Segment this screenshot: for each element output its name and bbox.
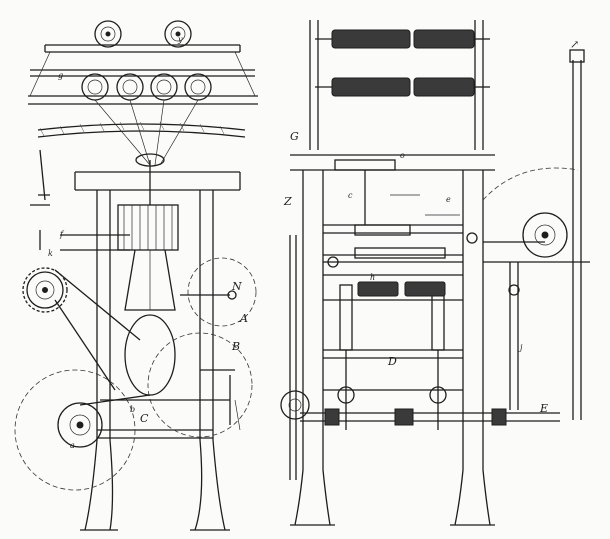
- label-c2: c: [348, 191, 353, 200]
- label-b: B: [231, 340, 240, 353]
- label-c: C: [140, 412, 149, 425]
- label-j: j: [518, 343, 523, 352]
- label-fig-z: Z: [283, 195, 292, 208]
- label-b1: b: [130, 405, 135, 414]
- spindles: [337, 281, 447, 430]
- left-gears: [22, 267, 68, 313]
- left-figure: [14, 20, 258, 531]
- upper-mechanism: [327, 159, 478, 268]
- label-e-small: e: [446, 195, 451, 204]
- label-a1: a: [70, 441, 75, 450]
- label-k: k: [48, 249, 53, 258]
- lever-links: [30, 149, 241, 431]
- label-f: f: [59, 230, 65, 239]
- star-wheel-assembly: [482, 49, 590, 420]
- label-h: h: [370, 273, 375, 282]
- bottom-shaft: [300, 408, 560, 426]
- upper-spools: [94, 20, 192, 48]
- label-o: o: [400, 151, 405, 160]
- vertical-rack: [280, 235, 310, 480]
- top-rollers: [315, 29, 490, 97]
- label-y: y: [177, 35, 183, 44]
- label-e: E: [539, 402, 548, 415]
- figure-labels: ↗ G Z A B C D E N k f g a b h c o y e j: [48, 35, 579, 450]
- left-hatching: [39, 121, 225, 137]
- label-d: D: [387, 355, 397, 368]
- label-fig-g: G: [290, 130, 299, 143]
- right-figure: [280, 20, 590, 526]
- label-g: g: [58, 71, 63, 80]
- right-uprights: [290, 20, 495, 526]
- right-corner-mark: ↗: [570, 38, 579, 51]
- label-n: N: [231, 280, 242, 293]
- dashed-wheels: [14, 257, 257, 491]
- label-a: A: [239, 312, 248, 325]
- main-frame: [74, 171, 241, 531]
- top-spool-frame: [28, 44, 258, 105]
